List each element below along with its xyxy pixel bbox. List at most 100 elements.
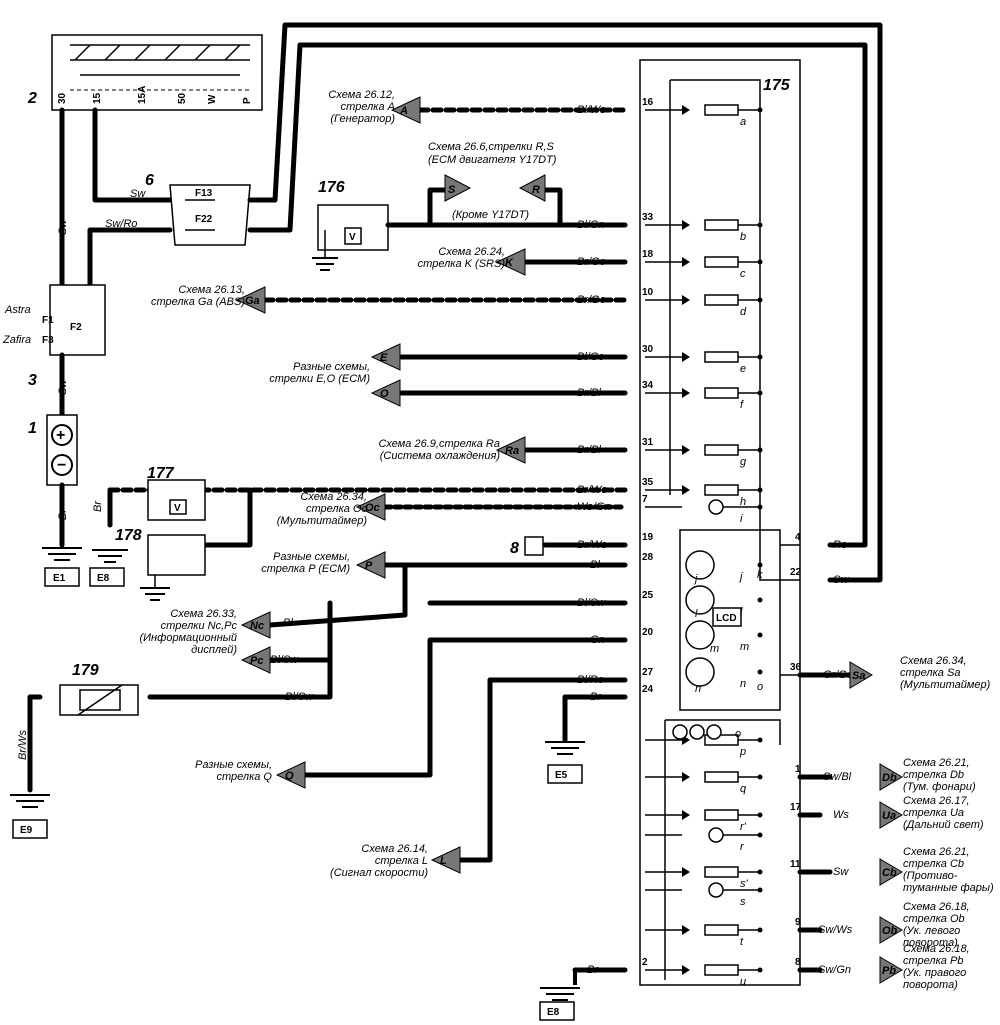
lamp-icon <box>708 882 724 898</box>
svg-text:A: A <box>399 105 408 117</box>
internal-letter: a <box>740 116 746 128</box>
arrow-k: K <box>495 248 526 276</box>
internal-letter: b <box>740 231 746 243</box>
ground-e9: E9 <box>10 794 50 839</box>
svg-text:179: 179 <box>72 662 99 679</box>
resistor <box>704 771 739 783</box>
ground-e5: E5 <box>545 741 585 784</box>
internal-letter: g <box>740 456 747 468</box>
svg-text:Br: Br <box>587 964 599 976</box>
svg-text:19: 19 <box>642 532 654 543</box>
ref-r12-line: Схема 26.34, <box>900 655 967 667</box>
internal-row: n <box>740 669 763 690</box>
arrow-l: L <box>430 846 461 874</box>
led-icon <box>682 295 690 305</box>
svg-text:Db: Db <box>882 772 897 784</box>
svg-text:Pc: Pc <box>250 655 263 667</box>
internal-row: s <box>645 882 763 908</box>
ref-r16-line: Схема 26.18, <box>903 901 970 913</box>
ref-r2-line2: (ECM двигателя Y17DT) <box>428 154 557 166</box>
ignition-switch: 2 30 15 15A 50 W P <box>27 34 263 111</box>
svg-text:Br: Br <box>92 500 104 512</box>
component-176: 176 V <box>312 179 389 271</box>
arrow-ob: Ob <box>879 916 903 944</box>
internal-letter: m <box>740 641 749 653</box>
wire-swro: Sw/Ro <box>105 218 137 230</box>
ground-e1: E1 <box>42 547 82 587</box>
svg-text:Gn: Gn <box>590 634 605 646</box>
gauge-letter: m <box>710 643 719 655</box>
internal-letter: h <box>740 496 746 508</box>
ref-r13-line: стрелка Db <box>903 769 964 781</box>
arrow-p: P <box>355 551 386 579</box>
wire-labels-left: Bl/Ws Bl/Gn Br/Ge Br/Ge Bl/Ge Br/Bl Br/B… <box>17 104 611 976</box>
ref-r7-line: Схема 26.34, <box>300 491 367 503</box>
ref-r1-line: стрелка A <box>341 101 395 113</box>
internal-letter: j <box>738 571 743 583</box>
svg-text:11: 11 <box>790 859 801 870</box>
svg-text:7: 7 <box>642 494 648 505</box>
internal-letter: q <box>740 783 747 795</box>
fuse-f22: F22 <box>195 214 213 225</box>
led-icon <box>682 925 690 935</box>
ref-r7-line: (Мультитаймер) <box>277 515 368 527</box>
cluster-num: 175 <box>763 77 791 94</box>
lamp-group-p: o <box>672 724 741 740</box>
ref-r12-line: (Мультитаймер) <box>900 679 991 691</box>
svg-text:Bl: Bl <box>590 559 600 571</box>
svg-text:1: 1 <box>795 764 801 775</box>
svg-text:35: 35 <box>642 477 654 488</box>
arrow-pb: Pb <box>879 956 903 984</box>
ref-r15-line: Схема 26.21, <box>903 846 970 858</box>
fuse-f3: F3 <box>42 335 54 346</box>
ref-r6-line: (Система охлаждения) <box>380 450 501 462</box>
gauge-letter: k <box>757 569 763 581</box>
svg-text:18: 18 <box>642 249 654 260</box>
arrow-o: O <box>370 379 401 407</box>
svg-text:Ga: Ga <box>245 295 260 307</box>
left-pins: 16 33 18 10 30 34 31 35 7 19 28 25 20 27… <box>642 97 654 968</box>
ref-r11-line: (Сигнал скорости) <box>330 867 428 879</box>
internal-letter: n <box>740 678 746 690</box>
svg-text:36: 36 <box>790 662 802 673</box>
svg-text:Br/Ws: Br/Ws <box>577 539 607 551</box>
ref-r1-line: (Генератор) <box>330 113 395 125</box>
internal-letter: r <box>740 841 745 853</box>
ref-r1-line: Схема 26.12, <box>328 89 395 101</box>
ref-r14-line: (Дальний свет) <box>903 819 984 831</box>
svg-text:Br/Ge: Br/Ge <box>577 256 606 268</box>
svg-text:E5: E5 <box>555 770 568 781</box>
svg-text:Sa: Sa <box>852 670 865 682</box>
ref-r16-line: стрелка Ob <box>903 913 965 925</box>
internal-row: a <box>645 104 763 128</box>
svg-text:Bl/Ge: Bl/Ge <box>577 351 605 363</box>
resistor <box>704 256 739 268</box>
resistor <box>704 866 739 878</box>
svg-text:Ws: Ws <box>833 809 849 821</box>
gauge-letter: l <box>695 608 698 620</box>
svg-text:Bl/Ro: Bl/Ro <box>577 674 604 686</box>
ref-r16-line: (Ук. левого <box>903 925 960 937</box>
ref-r15-line: туманные фары) <box>903 882 994 894</box>
svg-text:R: R <box>532 184 540 196</box>
svg-text:o: o <box>735 728 741 740</box>
svg-text:177: 177 <box>147 465 175 482</box>
arrow-r: R <box>518 174 546 202</box>
svg-text:9: 9 <box>795 917 801 928</box>
wire-br-e1: Br <box>57 508 69 520</box>
svg-text:22: 22 <box>790 567 802 578</box>
terminal-15a: 15A <box>137 86 148 104</box>
svg-text:+: + <box>56 427 65 444</box>
svg-text:31: 31 <box>642 437 654 448</box>
fuse-f1: F1 <box>42 315 54 326</box>
terminal-15: 15 <box>92 92 103 104</box>
ref-r10-line: Разные схемы, <box>195 759 272 771</box>
svg-text:Sw/Gn: Sw/Gn <box>818 964 851 976</box>
svg-text:Br/Bl: Br/Bl <box>577 444 601 456</box>
internal-row: u <box>645 964 763 988</box>
svg-text:Oc: Oc <box>365 502 380 514</box>
arrow-db: Db <box>879 763 903 791</box>
svg-text:L: L <box>440 855 447 867</box>
